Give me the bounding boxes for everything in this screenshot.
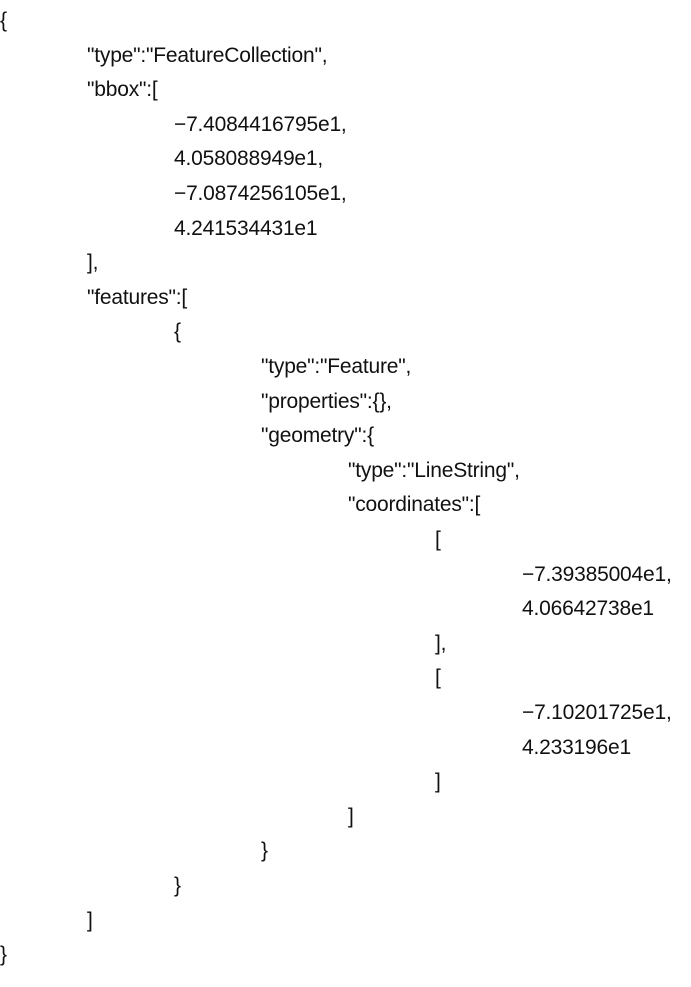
json-line: 4.241534431e1 (174, 216, 318, 240)
json-line: "properties":{}, (261, 389, 392, 413)
json-line: [ (435, 528, 441, 551)
json-line: 4.06642738e1 (522, 597, 654, 621)
json-line: −7.39385004e1, (522, 562, 672, 586)
json-line: −7.0874256105e1, (174, 182, 347, 205)
json-line: ] (348, 804, 354, 828)
json-line: "geometry":{ (261, 424, 374, 448)
json-line: { (0, 9, 7, 32)
json-line: −7.4084416795e1, (174, 112, 347, 136)
json-line: −7.10201725e1, (522, 701, 672, 724)
json-line: } (261, 839, 268, 863)
json-line: "type":"Feature", (261, 355, 412, 378)
json-line: [ (435, 666, 441, 690)
json-line: { (174, 320, 181, 344)
json-line: ], (87, 251, 99, 275)
json-line: } (174, 874, 181, 897)
json-line: ] (87, 908, 93, 932)
json-line: "bbox":[ (87, 78, 158, 102)
json-line: "type":"LineString", (348, 458, 520, 482)
json-line: 4.233196e1 (522, 735, 631, 759)
json-line: ], (435, 631, 447, 655)
json-line: "coordinates":[ (348, 493, 481, 517)
json-line: 4.058088949e1, (174, 147, 324, 171)
json-line: ] (435, 770, 441, 794)
json-line: "features":[ (87, 285, 188, 309)
json-line: "type":"FeatureCollection", (87, 43, 328, 67)
json-line: } (0, 943, 7, 967)
